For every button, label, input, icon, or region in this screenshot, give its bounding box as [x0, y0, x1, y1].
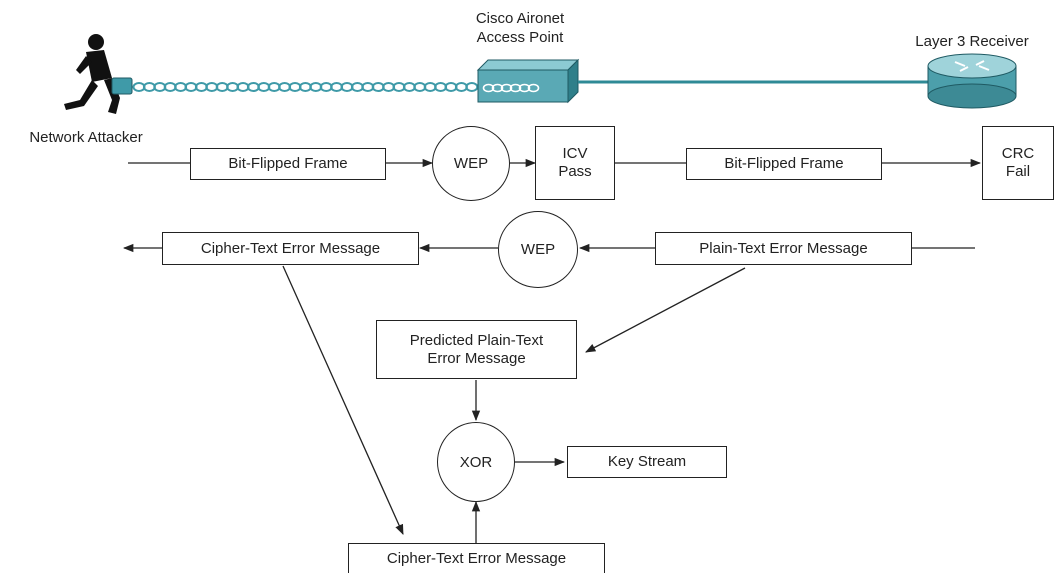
network-attacker-icon — [64, 34, 133, 114]
bit-flipped-frame-box: Bit-Flipped Frame — [190, 148, 386, 180]
wave-loop — [184, 82, 198, 92]
wave-loop — [205, 82, 219, 92]
wep-circle-row1: WEP — [432, 126, 510, 201]
wave-loop — [153, 82, 167, 92]
wave-loop — [319, 82, 333, 92]
wave-loop — [194, 82, 208, 92]
router-icon — [927, 53, 1017, 109]
wave-loop — [278, 82, 292, 92]
wave-loop — [174, 82, 188, 92]
wave-loop — [142, 82, 156, 92]
wave-loop — [340, 82, 354, 92]
wave-loop — [236, 82, 250, 92]
wave-loop — [350, 82, 364, 92]
wave-loop — [454, 82, 468, 92]
ap-wave-loop — [491, 83, 504, 93]
wave-loop — [402, 82, 416, 92]
access-point-icon — [476, 58, 580, 104]
wep-circle-row2: WEP — [498, 211, 578, 288]
access-point-label: Cisco Aironet Access Point — [475, 10, 565, 46]
analysis-connectors — [282, 265, 746, 543]
wave-loop — [246, 82, 260, 92]
wave-loop — [257, 82, 271, 92]
crc-fail-box: CRC Fail — [982, 126, 1054, 200]
wave-loop — [434, 82, 448, 92]
cipher-text-error-box: Cipher-Text Error Message — [162, 232, 419, 265]
wave-loop — [392, 82, 406, 92]
wave-loop — [215, 82, 229, 92]
wave-loop — [163, 82, 177, 92]
ap-wave-loop — [518, 83, 531, 93]
wave-loop — [267, 82, 281, 92]
wave-loop — [132, 82, 146, 92]
wave-loop — [298, 82, 312, 92]
wave-loop — [382, 82, 396, 92]
wave-loop — [226, 82, 240, 92]
wave-loop — [465, 82, 479, 92]
plain-text-error-box: Plain-Text Error Message — [655, 232, 912, 265]
receiver-label: Layer 3 Receiver — [915, 33, 1029, 50]
icv-pass-box: ICV Pass — [535, 126, 615, 200]
wave-loop — [413, 82, 427, 92]
wave-loop — [361, 82, 375, 92]
key-stream-box: Key Stream — [567, 446, 727, 478]
bit-flipped-frame-out-box: Bit-Flipped Frame — [686, 148, 882, 180]
wave-loop — [444, 82, 458, 92]
wave-loop — [288, 82, 302, 92]
attacker-label: Network Attacker — [29, 129, 143, 146]
wireless-signal — [132, 82, 479, 92]
wave-loop — [330, 82, 344, 92]
ap-wave-loop — [527, 83, 540, 93]
ap-wave-loop — [482, 83, 495, 93]
ap-wave-loop — [509, 83, 522, 93]
wave-loop — [371, 82, 385, 92]
wave-loop — [423, 82, 437, 92]
predicted-plain-text-box: Predicted Plain-Text Error Message — [376, 320, 577, 379]
xor-circle: XOR — [437, 422, 515, 502]
cipher-text-error-bottom-box: Cipher-Text Error Message — [348, 543, 605, 573]
wave-loop — [309, 82, 323, 92]
ap-wave-loop — [500, 83, 513, 93]
